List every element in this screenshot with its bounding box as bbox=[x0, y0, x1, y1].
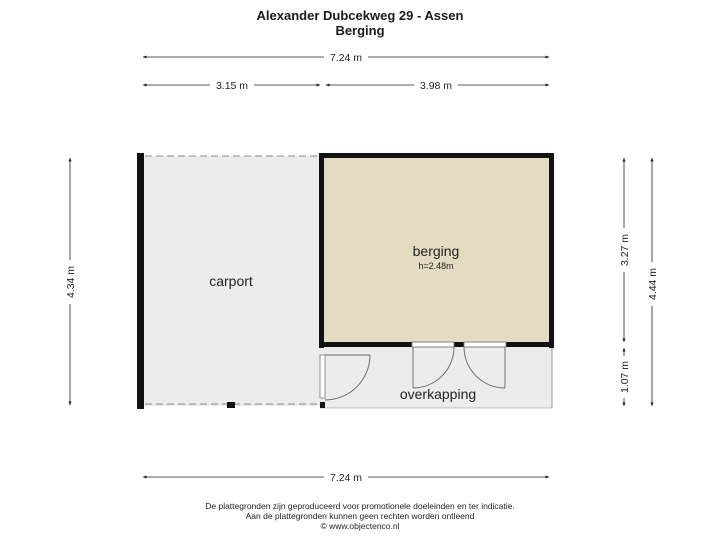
dimension-label: 7.24 m bbox=[330, 472, 362, 484]
berging-wall-bottom-mid bbox=[454, 342, 464, 347]
room-berging: berging h=2.48m bbox=[319, 153, 554, 348]
dimension-right-upper: 3.27 m bbox=[617, 157, 631, 343]
room-label-overkapping: overkapping bbox=[400, 386, 476, 402]
dimension-label: 4.34 m bbox=[65, 266, 77, 298]
room-overkapping: overkapping bbox=[320, 345, 553, 409]
plan-subtitle: Berging bbox=[335, 23, 385, 38]
room-label-carport: carport bbox=[209, 273, 253, 289]
berging-wall-bottom-right bbox=[506, 342, 554, 347]
footer-disclaimer: De plattegronden zijn geproduceerd voor … bbox=[205, 501, 515, 511]
footer-rights: Aan de plattegronden kunnen geen rechten… bbox=[245, 511, 475, 521]
dimension-label: 1.07 m bbox=[619, 361, 631, 393]
berging-wall-top bbox=[319, 153, 554, 158]
dimension-label: 3.27 m bbox=[619, 234, 631, 266]
footer-copyright: © www.objectenco.nl bbox=[320, 521, 400, 531]
dimension-label: 3.15 m bbox=[216, 80, 248, 92]
dimension-top-left: 3.15 m bbox=[142, 78, 321, 92]
room-label-berging: berging bbox=[413, 243, 460, 259]
dimension-top-right: 3.98 m bbox=[325, 78, 550, 92]
dimension-label: 4.44 m bbox=[647, 268, 659, 300]
room-height-berging: h=2.48m bbox=[418, 261, 453, 271]
dimension-top-total: 7.24 m bbox=[142, 50, 550, 64]
berging-wall-left bbox=[319, 153, 324, 348]
dimension-right-lower: 1.07 m bbox=[617, 347, 631, 407]
side-door bbox=[319, 354, 371, 408]
carport-wall-left bbox=[137, 153, 144, 409]
berging-wall-bottom-left bbox=[319, 342, 412, 347]
carport-post bbox=[227, 402, 235, 408]
room-carport: carport bbox=[137, 153, 321, 409]
dimension-bottom-total: 7.24 m bbox=[142, 470, 550, 484]
plan-title: Alexander Dubcekweg 29 - Assen bbox=[256, 8, 464, 23]
dimension-right-total: 4.44 m bbox=[645, 157, 659, 407]
berging-wall-right bbox=[549, 153, 554, 348]
dimension-left-height: 4.34 m bbox=[63, 157, 77, 406]
dimension-label: 3.98 m bbox=[420, 80, 452, 92]
double-door bbox=[411, 341, 507, 389]
dimension-label: 7.24 m bbox=[330, 52, 362, 64]
